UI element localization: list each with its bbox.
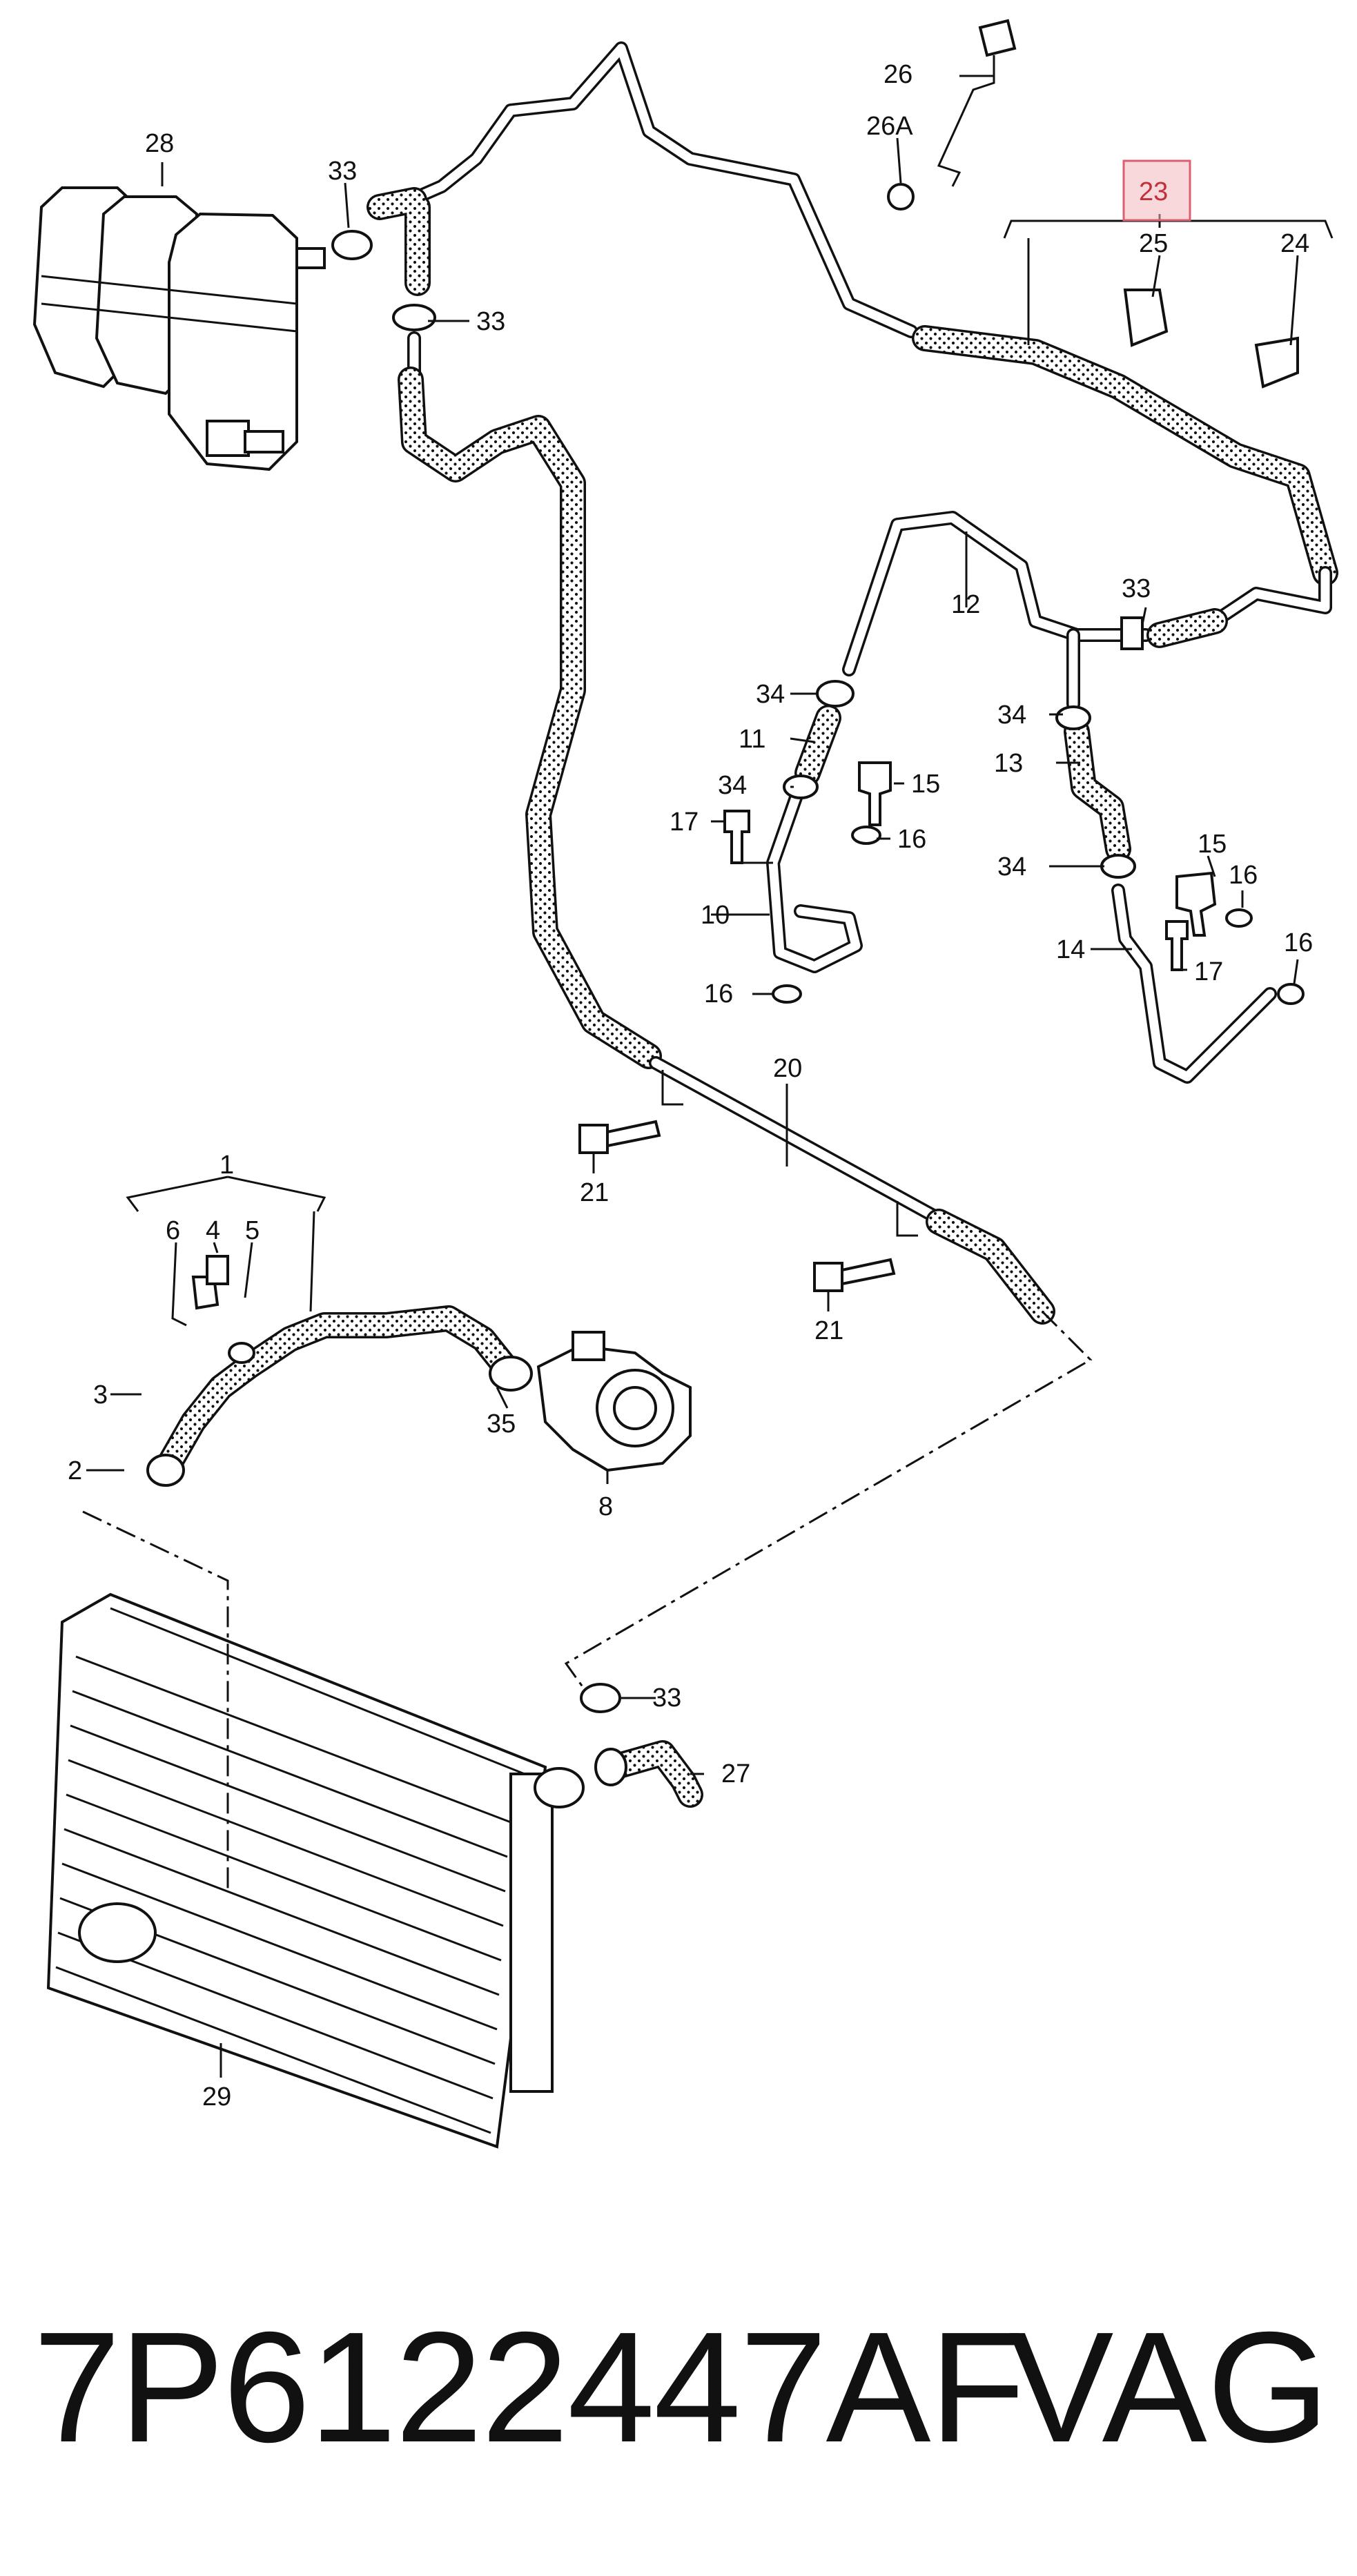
coolant-hose-diagram: 23 28 33 33 26 26A 25 24 12 33 34 11 34 … <box>32 19 1338 2149</box>
callout-15[interactable]: 15 <box>911 770 940 799</box>
hose-27 <box>594 1740 703 1808</box>
pipe-12 <box>842 511 1228 711</box>
washer-16-c <box>1225 908 1253 928</box>
bolt-15-a <box>858 761 892 826</box>
clip-25 <box>1123 289 1169 347</box>
callout-27[interactable]: 27 <box>721 1759 750 1788</box>
callout-29[interactable]: 29 <box>202 2082 231 2111</box>
clamp-34-a <box>816 680 855 708</box>
callout-23[interactable]: 23 <box>1139 177 1168 206</box>
clip-26 <box>887 19 1017 211</box>
clamp-33-b <box>392 304 436 331</box>
callout-13[interactable]: 13 <box>994 749 1023 778</box>
clamp-33-a <box>331 230 373 260</box>
callout-10[interactable]: 10 <box>701 901 730 930</box>
washer-16-a <box>851 826 881 845</box>
callout-34[interactable]: 34 <box>756 680 785 709</box>
callout-16[interactable]: 16 <box>1229 861 1258 890</box>
callout-33[interactable]: 33 <box>652 1684 681 1713</box>
main-coolant-hose <box>398 331 1055 1325</box>
callout-26[interactable]: 26 <box>883 60 912 89</box>
callout-33[interactable]: 33 <box>328 157 357 186</box>
callout-21[interactable]: 21 <box>580 1178 609 1207</box>
clamp-35 <box>489 1356 533 1392</box>
washer-16-d <box>1277 983 1305 1005</box>
callout-33[interactable]: 33 <box>476 307 505 336</box>
callout-35[interactable]: 35 <box>487 1409 516 1438</box>
brand-name: VAG <box>1008 2300 1329 2475</box>
callout-21[interactable]: 21 <box>814 1316 843 1345</box>
sensor-4 <box>206 1255 229 1285</box>
callout-17[interactable]: 17 <box>670 808 699 837</box>
callout-34[interactable]: 34 <box>997 701 1026 730</box>
hose-11-pipe-10 <box>732 705 863 973</box>
radiator <box>46 1592 585 2149</box>
bolt-15-b <box>1175 871 1217 937</box>
callout-4[interactable]: 4 <box>206 1216 220 1245</box>
clamp-33-d <box>580 1683 621 1713</box>
callout-12[interactable]: 12 <box>951 590 980 619</box>
callout-2[interactable]: 2 <box>68 1456 82 1485</box>
callout-16[interactable]: 16 <box>1284 928 1313 957</box>
bolt-17-a <box>723 810 750 864</box>
hose-13-pipe-14 <box>1064 719 1277 1084</box>
callout-14[interactable]: 14 <box>1056 935 1085 964</box>
callout-15[interactable]: 15 <box>1198 830 1227 859</box>
clamp-33-c <box>1120 616 1144 650</box>
bolt-21-a <box>578 1120 661 1154</box>
clip-24 <box>1254 336 1299 389</box>
callout-6[interactable]: 6 <box>166 1216 180 1245</box>
callout-1[interactable]: 1 <box>219 1151 234 1180</box>
callout-5[interactable]: 5 <box>245 1216 260 1245</box>
callout-20[interactable]: 20 <box>773 1054 802 1083</box>
callout-33[interactable]: 33 <box>1122 574 1151 603</box>
callout-11[interactable]: 11 <box>739 725 765 754</box>
callout-28[interactable]: 28 <box>145 129 174 158</box>
part-number: 7P6122447AF <box>33 2300 1026 2475</box>
leader-lines <box>86 75 1334 2078</box>
clamp-34-d <box>1100 854 1136 879</box>
callout-26a[interactable]: 26A <box>866 112 913 141</box>
callout-16[interactable]: 16 <box>704 979 733 1008</box>
callout-16[interactable]: 16 <box>897 825 926 854</box>
callout-17[interactable]: 17 <box>1194 957 1223 986</box>
callout-25[interactable]: 25 <box>1139 229 1168 258</box>
thermostat-housing <box>490 1331 692 1472</box>
clamp-34-b <box>1055 705 1091 730</box>
hose-1-assembly <box>146 1276 524 1487</box>
highlight-box <box>1122 159 1191 222</box>
callout-8[interactable]: 8 <box>598 1492 613 1521</box>
callout-34[interactable]: 34 <box>997 852 1026 881</box>
callout-3[interactable]: 3 <box>93 1380 108 1409</box>
callout-24[interactable]: 24 <box>1280 229 1309 258</box>
clamp-34-c <box>783 774 819 799</box>
washer-16-b <box>772 984 802 1004</box>
upper-bleed-hose <box>367 41 1338 628</box>
bolt-17-b <box>1165 920 1189 971</box>
expansion-tank <box>32 186 326 471</box>
connection-line <box>82 1510 229 1891</box>
callout-34[interactable]: 34 <box>718 771 747 800</box>
bolt-21-b <box>813 1258 896 1292</box>
